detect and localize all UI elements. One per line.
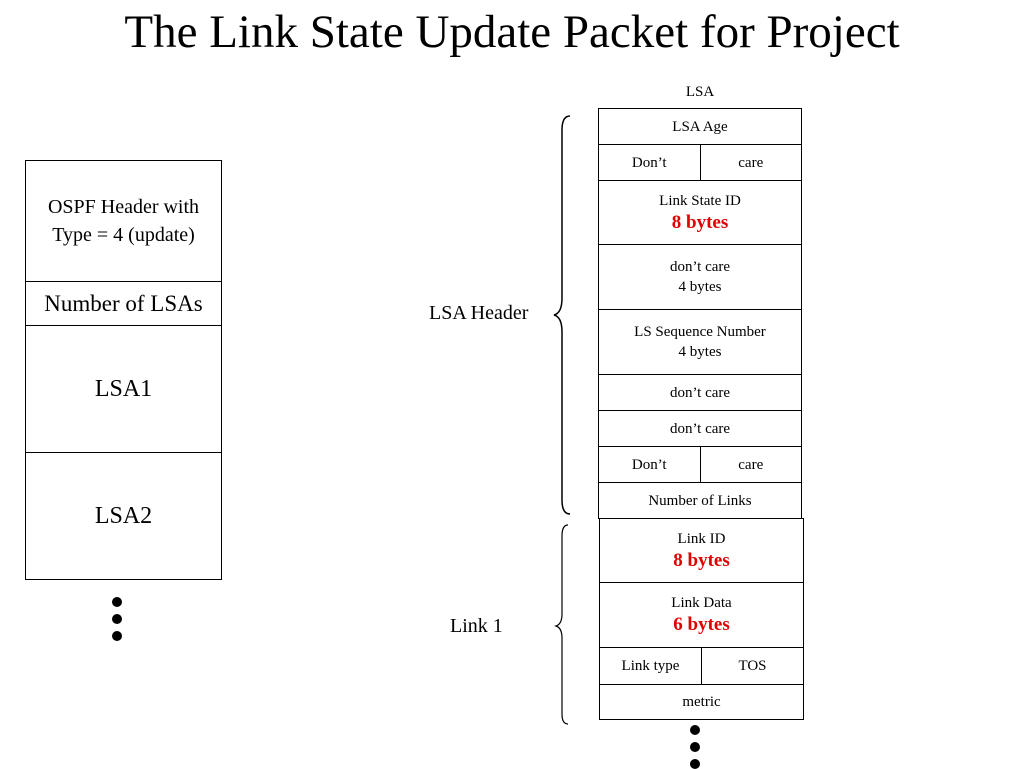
ellipsis-dot bbox=[112, 614, 122, 624]
link-id-field: Link ID 8 bytes bbox=[599, 518, 804, 583]
ellipsis-dot bbox=[112, 597, 122, 607]
brace-diagram bbox=[553, 115, 571, 725]
metric-label: metric bbox=[682, 694, 721, 710]
tos-label: TOS bbox=[701, 648, 803, 684]
four-bytes-label: 4 bytes bbox=[678, 279, 722, 295]
care-label: care bbox=[699, 447, 802, 482]
dont-care-label: don’t care bbox=[669, 259, 731, 275]
metric-field: metric bbox=[599, 684, 804, 720]
lsa1-box: LSA1 bbox=[25, 325, 222, 453]
dont-care-label: don’t care bbox=[669, 420, 731, 437]
number-of-lsas-label: Number of LSAs bbox=[44, 290, 203, 316]
dont-care-field-2: don’t care bbox=[598, 374, 802, 411]
lsa-header-label: LSA Header bbox=[429, 302, 529, 324]
dont-label: Don’t bbox=[631, 154, 667, 171]
number-of-links-label: Number of Links bbox=[648, 492, 752, 509]
link1-label: Link 1 bbox=[450, 615, 503, 637]
link-state-id-size: 8 bytes bbox=[671, 211, 729, 233]
ospf-header-line2: Type = 4 (update) bbox=[52, 224, 195, 246]
ls-sequence-size: 4 bytes bbox=[678, 344, 722, 360]
number-of-links-field: Number of Links bbox=[598, 482, 802, 519]
link-data-field: Link Data 6 bytes bbox=[599, 582, 804, 648]
link-state-id-label: Link State ID bbox=[659, 192, 741, 209]
link-id-label: Link ID bbox=[677, 530, 726, 547]
number-of-lsas-box: Number of LSAs bbox=[25, 281, 222, 326]
ospf-header-line1: OSPF Header with bbox=[47, 196, 200, 218]
lsa-age-field: LSA Age bbox=[598, 108, 802, 145]
dont-care-field-4: Don’t care bbox=[598, 446, 802, 483]
ellipsis-dot bbox=[690, 725, 700, 735]
lsa-label: LSA bbox=[685, 84, 715, 100]
ellipsis-dot bbox=[690, 742, 700, 752]
ls-sequence-number-label: LS Sequence Number bbox=[634, 324, 766, 340]
link-type-tos-field: Link type TOS bbox=[599, 647, 804, 685]
lsa1-label: LSA1 bbox=[94, 376, 153, 402]
link-data-size: 6 bytes bbox=[673, 614, 730, 635]
dont-care-field-1: Don’t care bbox=[598, 144, 802, 181]
link-state-id-field: Link State ID 8 bytes bbox=[598, 180, 802, 245]
link-data-label: Link Data bbox=[671, 595, 732, 611]
lsa2-label: LSA2 bbox=[94, 503, 153, 529]
page-title: The Link State Update Packet for Project bbox=[124, 6, 900, 58]
dont-care-field-3: don’t care bbox=[598, 410, 802, 447]
ellipsis-dot bbox=[690, 759, 700, 769]
lsa-header-brace bbox=[553, 115, 571, 515]
lsa2-box: LSA2 bbox=[25, 452, 222, 580]
link1-brace bbox=[554, 524, 569, 725]
dont-care-4-bytes-field: don’t care 4 bytes bbox=[598, 244, 802, 310]
ls-sequence-number-field: LS Sequence Number 4 bytes bbox=[598, 309, 802, 375]
dont-care-label: don’t care bbox=[669, 384, 731, 401]
ellipsis-dot bbox=[112, 631, 122, 641]
care-label: care bbox=[699, 145, 802, 180]
dont-label: Don’t bbox=[631, 456, 667, 473]
link-id-size: 8 bytes bbox=[673, 549, 730, 571]
lsa-age-label: LSA Age bbox=[672, 118, 728, 135]
link-type-label: Link type bbox=[621, 658, 680, 674]
ospf-header-box: OSPF Header with Type = 4 (update) bbox=[25, 160, 222, 282]
